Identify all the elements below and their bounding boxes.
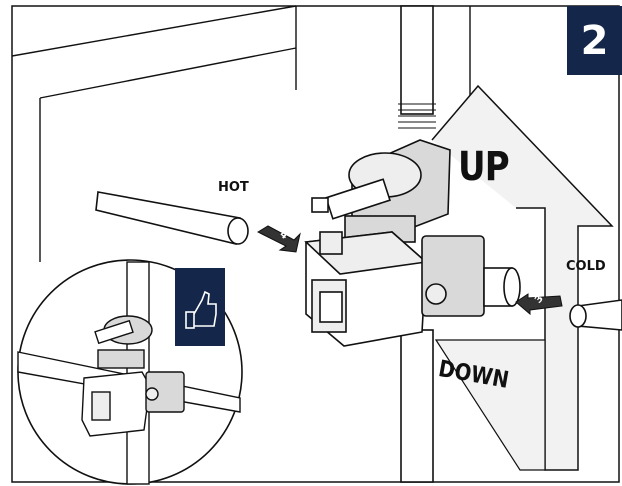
step-number-badge: 2 xyxy=(567,6,622,75)
riser-pipe xyxy=(398,5,436,483)
hot-direction-arrow xyxy=(256,225,301,253)
up-label: UP xyxy=(458,144,510,190)
cold-label: COLD xyxy=(566,259,606,274)
hot-label: HOT xyxy=(218,180,249,195)
cold-pipe xyxy=(569,299,622,331)
mixing-valve xyxy=(304,139,521,347)
diagram-frame xyxy=(11,5,620,483)
flow-arrow xyxy=(431,84,614,471)
cold-direction-arrow xyxy=(515,293,563,316)
thumbs-up-icon xyxy=(185,290,217,329)
hot-pipe xyxy=(95,191,249,245)
approval-badge xyxy=(175,268,225,346)
flow-arrow-lower xyxy=(434,339,546,471)
